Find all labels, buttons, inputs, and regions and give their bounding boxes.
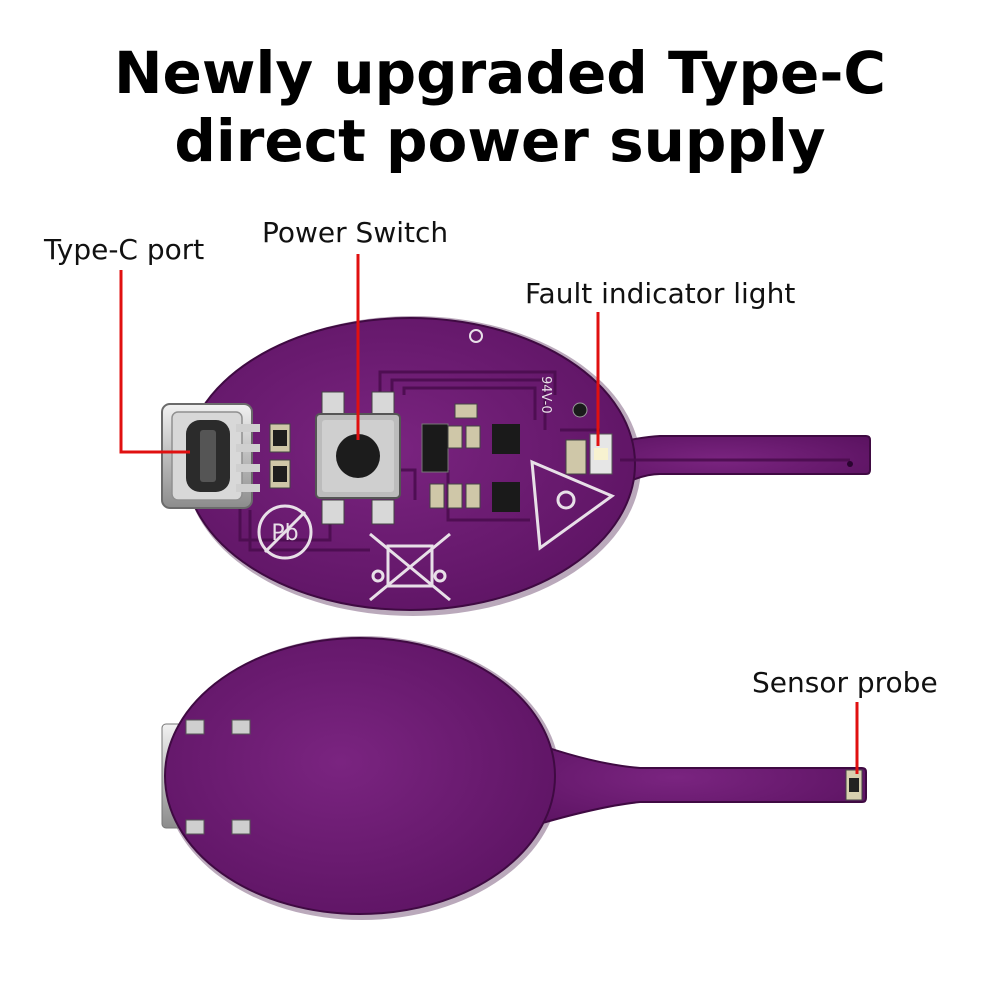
headline-line-2: direct power supply [174, 107, 826, 175]
callout-type-c [119, 270, 190, 454]
label-power-switch: Power Switch [262, 216, 449, 249]
callout-lines [119, 254, 859, 774]
pb-label: Pb [271, 521, 298, 546]
smd-components [421, 403, 520, 512]
esd-warning-icon [530, 459, 616, 551]
pcb-bottom-board [161, 636, 867, 920]
pb-free-icon: Pb [257, 504, 313, 560]
fault-led [565, 433, 613, 475]
usb-c-icon [161, 403, 260, 509]
flammability-marking: 94V-0 [538, 376, 553, 414]
weee-bin-icon [369, 532, 451, 602]
label-fault-indicator: Fault indicator light [525, 277, 796, 310]
copper-traces [238, 370, 850, 552]
pcb-top-board: Pb 94V-0 [161, 316, 871, 616]
label-sensor-probe: Sensor probe [752, 666, 938, 699]
smd-resistors-left [269, 423, 291, 489]
button-switch-icon [315, 391, 401, 525]
label-type-c-port: Type-C port [44, 233, 205, 266]
headline-line-1: Newly upgraded Type-C [114, 39, 886, 107]
